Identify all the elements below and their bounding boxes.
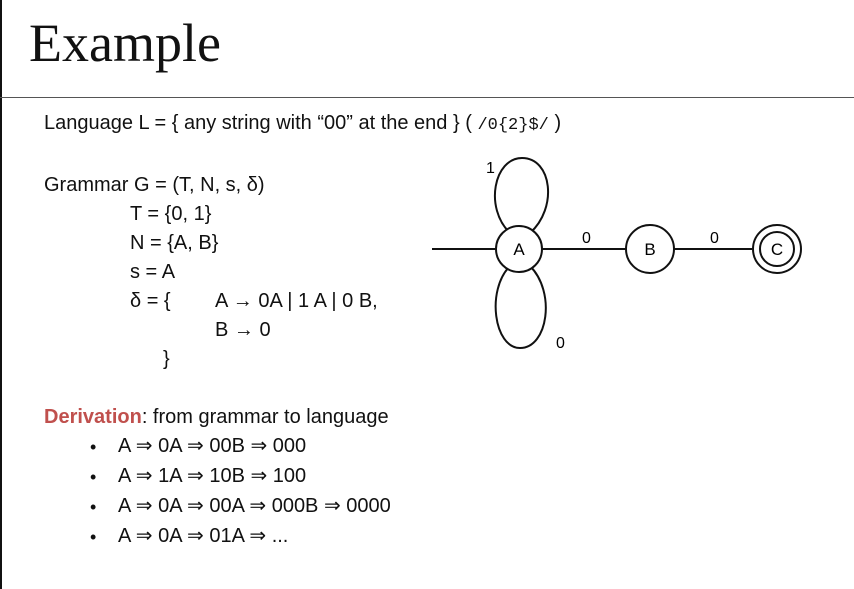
state-a-label: A <box>513 240 525 259</box>
state-c-label: C <box>771 240 783 259</box>
left-border <box>0 0 2 589</box>
state-c-inner <box>759 231 795 267</box>
derivation-item: A ⇒ 0A ⇒ 01A ⇒ ... <box>118 525 289 547</box>
state-b <box>625 224 675 274</box>
grammar-terminals: T = {0, 1} <box>130 203 212 225</box>
bullet-marker: • <box>90 467 97 487</box>
title-divider <box>0 97 854 98</box>
grammar-nonterminals: N = {A, B} <box>130 232 219 254</box>
edge-b-c-label: 0 <box>710 230 719 247</box>
bullet-marker: • <box>90 437 97 457</box>
grammar-start: s = A <box>130 261 176 283</box>
grammar-delta-open: δ = { <box>130 290 171 312</box>
grammar-header: Grammar G = (T, N, s, δ) <box>44 174 265 196</box>
grammar-rule-a: A → 0A | 1 A | 0 B, <box>215 290 378 312</box>
derivation-heading: Derivation <box>44 406 142 428</box>
edge-a-b-label: 0 <box>582 230 591 247</box>
language-text: Language L = { any string with “00” at t… <box>44 112 472 134</box>
state-a <box>495 225 543 273</box>
grammar-delta-close: } <box>163 348 170 370</box>
slide-title: Example <box>29 13 221 73</box>
language-regex: /0{2}$/ <box>477 116 549 135</box>
grammar-rule-b: B → 0 <box>215 319 271 341</box>
self-loop-top <box>494 156 550 234</box>
derivation-title: Derivation: from grammar to language <box>44 405 389 429</box>
derivation-heading-rest: : from grammar to language <box>141 406 389 428</box>
derivation-item: A ⇒ 0A ⇒ 00B ⇒ 000 <box>118 435 307 457</box>
self-loop-bottom <box>494 265 547 350</box>
language-definition: Language L = { any string with “00” at t… <box>44 111 561 138</box>
loop-bottom-label: 0 <box>556 335 565 352</box>
loop-top-label: 1 <box>486 160 495 177</box>
language-close: ) <box>554 112 562 134</box>
derivation-item: A ⇒ 0A ⇒ 00A ⇒ 000B ⇒ 0000 <box>118 495 391 517</box>
state-b-label: B <box>644 240 655 259</box>
bullet-marker: • <box>90 527 97 547</box>
bullet-marker: • <box>90 497 97 517</box>
derivation-item: A ⇒ 1A ⇒ 10B ⇒ 100 <box>118 465 307 487</box>
